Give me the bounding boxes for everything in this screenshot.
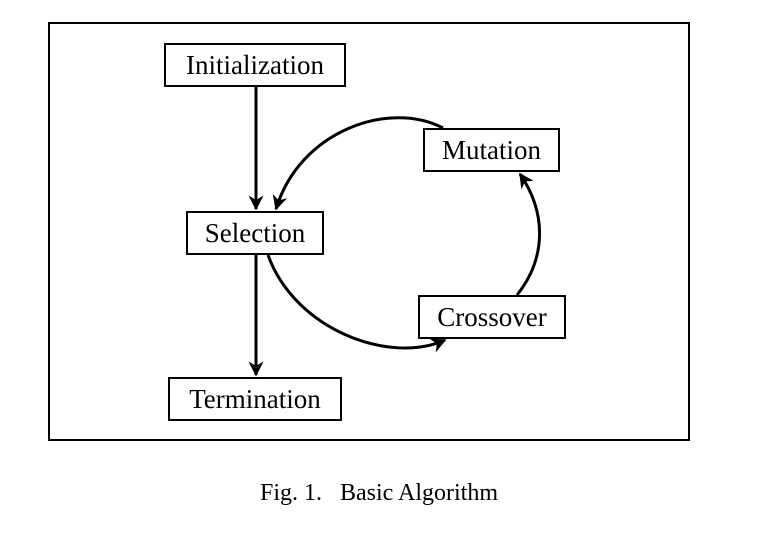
node-crossover: Crossover	[418, 295, 566, 339]
node-mutation: Mutation	[423, 128, 560, 172]
node-selection-label: Selection	[204, 217, 306, 248]
edge-crossover-mutation	[515, 172, 541, 296]
edge-mutation-selection	[272, 116, 444, 211]
node-initialization: Initialization	[164, 43, 346, 87]
node-termination-label: Termination	[189, 383, 321, 414]
figure-caption-label: Fig. 1.	[259, 480, 322, 506]
node-crossover-label: Crossover	[437, 301, 547, 332]
edge-selection-crossover	[266, 254, 447, 353]
node-termination: Termination	[168, 377, 342, 421]
node-mutation-label: Mutation	[442, 134, 541, 165]
figure-caption: Fig. 1. Basic Algorithm	[0, 480, 758, 507]
node-selection: Selection	[186, 211, 324, 255]
diagram-frame	[48, 22, 690, 441]
figure-caption-title: Basic Algorithm	[340, 480, 498, 506]
node-initialization-label: Initialization	[186, 49, 324, 80]
